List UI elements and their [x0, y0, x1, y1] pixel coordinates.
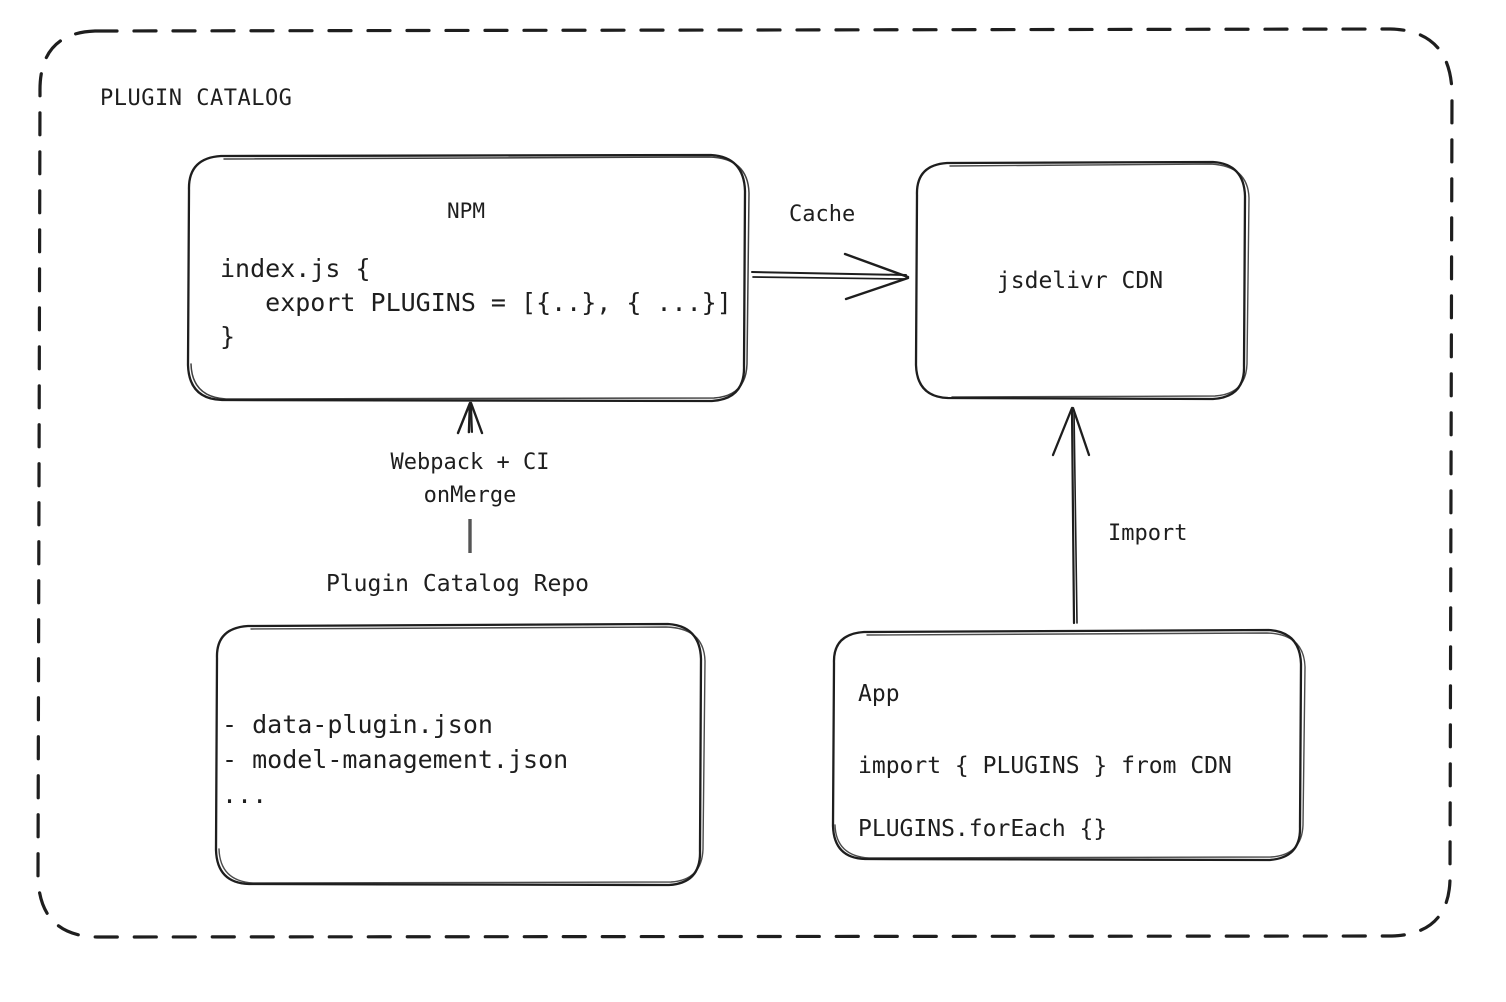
app-node-title: App — [858, 681, 900, 707]
edge-npm-to-cdn — [751, 252, 910, 301]
app-node-code: import { PLUGINS } from CDN PLUGINS.forE… — [858, 753, 1232, 842]
edge-label-cache: Cache — [789, 202, 856, 227]
container-title: PLUGIN CATALOG — [100, 86, 293, 111]
repo-node-file-list: - data-plugin.json - model-management.js… — [222, 710, 569, 809]
edge-label-webpack-ci-onmerge: Webpack + CI onMerge — [390, 450, 550, 508]
npm-node-title: NPM — [447, 199, 485, 223]
repo-node-caption: Plugin Catalog Repo — [325, 571, 590, 597]
cdn-node-title: jsdelivr CDN — [996, 268, 1164, 294]
edge-app-to-cdn — [1051, 406, 1091, 625]
edge-label-import: Import — [1108, 521, 1188, 546]
npm-node-code: index.js { export PLUGINS = [{..}, { ...… — [220, 254, 732, 351]
